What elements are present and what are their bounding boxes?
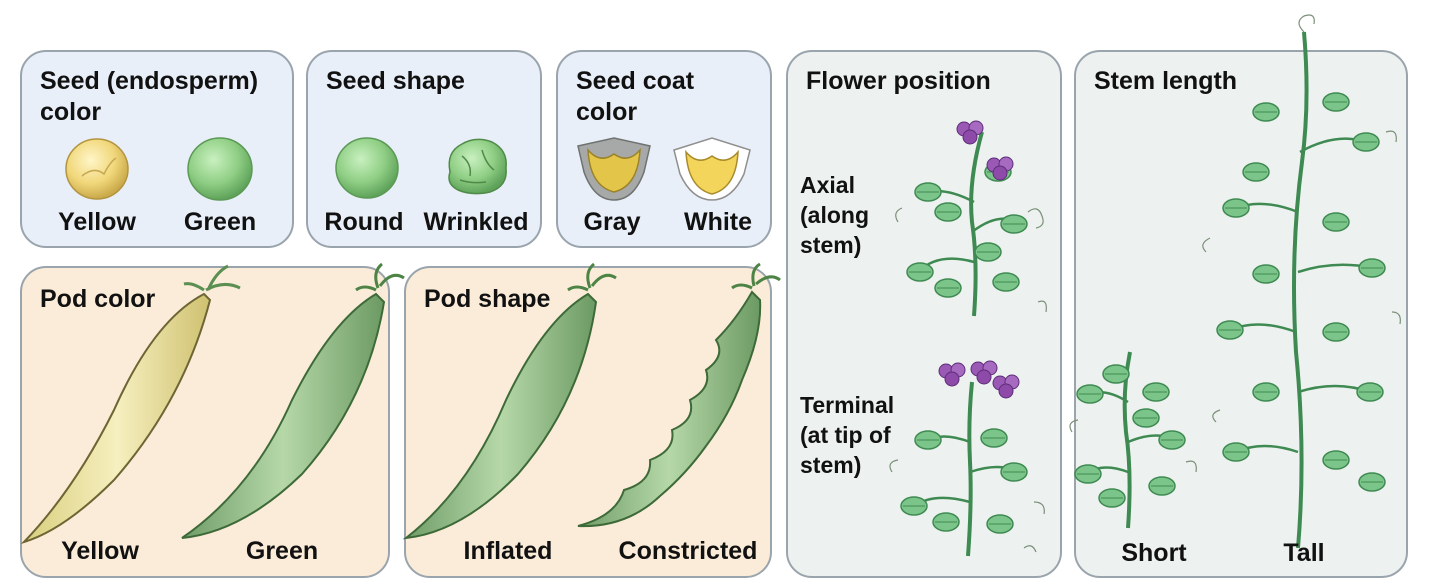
axial-label-line1: Axial	[800, 172, 855, 198]
pod-shape-left-label: Inflated	[463, 537, 553, 565]
seed-color-right-label: Green	[183, 208, 257, 236]
stem-length-title: Stem length	[1094, 67, 1238, 95]
seed-coat-title-line2: color	[576, 98, 638, 126]
seed-shape-left-label: Round	[324, 208, 404, 236]
axial-label-line2: (along	[800, 202, 869, 228]
green-pod-image	[181, 262, 405, 539]
seed-coat-panel: Seed coat color Gray White	[556, 50, 772, 248]
yellow-seed-image	[65, 138, 129, 200]
yellow-pod-image	[20, 264, 241, 545]
terminal-label-line1: Terminal	[800, 392, 895, 418]
axial-label-line3: stem)	[800, 232, 862, 258]
green-seed-image	[187, 137, 253, 201]
gray-seed-coat-image	[577, 137, 651, 201]
seed-shape-title: Seed shape	[326, 67, 465, 95]
seed-coat-left-label: Gray	[583, 208, 641, 236]
pod-shape-right-label: Constricted	[618, 537, 758, 565]
flower-position-panel: Flower position Axial (along stem) Termi…	[786, 50, 1062, 578]
wrinkled-seed-image	[448, 138, 507, 195]
seed-shape-panel: Seed shape Round Wrinkled	[306, 50, 542, 248]
seed-color-panel: Seed (endosperm) color Yellow Green	[20, 50, 294, 248]
round-seed-image	[335, 137, 399, 199]
constricted-pod-image	[577, 262, 781, 528]
terminal-label-line3: stem)	[800, 452, 862, 478]
terminal-label-line2: (at tip of	[800, 422, 891, 448]
terminal-plant-image	[889, 360, 1045, 557]
white-seed-coat-image	[673, 137, 751, 201]
pod-shape-panel: Pod shape Inflated Constricted	[402, 262, 781, 578]
pod-color-right-label: Green	[245, 537, 319, 565]
seed-color-title-line1: Seed (endosperm)	[40, 67, 259, 95]
pod-color-title: Pod color	[40, 285, 156, 313]
tall-plant-image	[1202, 14, 1401, 549]
pod-color-panel: Pod color Yellow Green	[20, 262, 405, 578]
stem-length-right-label: Tall	[1283, 539, 1325, 567]
seed-color-title-line2: color	[40, 98, 102, 126]
stem-length-panel: Stem length Short Tall	[1069, 14, 1408, 578]
axial-plant-image	[895, 120, 1047, 317]
stem-length-left-label: Short	[1121, 539, 1187, 567]
seed-shape-right-label: Wrinkled	[423, 208, 529, 236]
pod-color-left-label: Yellow	[61, 537, 139, 565]
pod-shape-title: Pod shape	[424, 285, 551, 313]
seed-coat-title-line1: Seed coat	[576, 67, 695, 95]
short-plant-image	[1069, 351, 1197, 529]
seed-coat-right-label: White	[683, 208, 753, 236]
inflated-pod-image	[402, 262, 617, 540]
flower-position-title: Flower position	[806, 67, 991, 95]
seed-color-left-label: Yellow	[58, 208, 136, 236]
